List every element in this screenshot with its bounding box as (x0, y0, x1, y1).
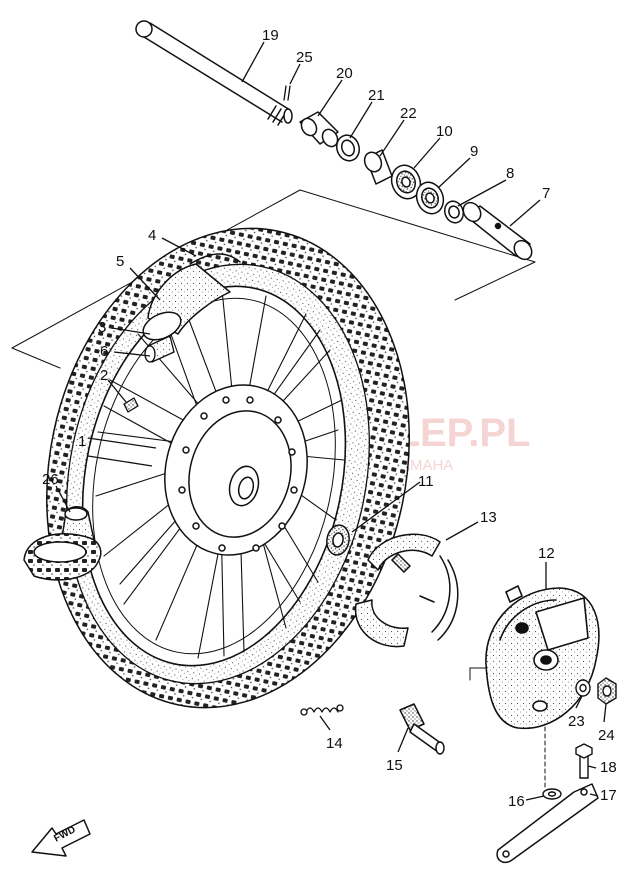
cotter-pin (283, 85, 291, 101)
axle-nut (597, 677, 617, 705)
hub-bearing (326, 524, 350, 556)
callout-18: 18 (600, 759, 617, 776)
callout-23: 23 (568, 713, 585, 730)
callout-21: 21 (368, 87, 385, 104)
callout-11: 11 (418, 473, 434, 490)
front-axle (135, 20, 293, 126)
callout-9: 9 (470, 143, 478, 160)
tire-section-cutaway (23, 506, 102, 581)
callout-7: 7 (542, 185, 550, 202)
bearing-left (415, 181, 445, 215)
oil-seal (335, 134, 361, 162)
callout-6: 6 (100, 343, 108, 360)
callout-2: 2 (100, 367, 108, 384)
callout-26: 26 (42, 471, 59, 488)
cam-washer (542, 788, 562, 800)
brake-spring (300, 704, 344, 716)
callout-labels: 19 25 20 21 22 10 9 8 7 4 5 3 6 2 1 26 1… (42, 27, 617, 810)
collar (363, 149, 393, 185)
callout-14: 14 (326, 735, 343, 752)
brake-camshaft (399, 703, 445, 755)
bolt (575, 743, 593, 779)
callout-19: 19 (262, 27, 279, 44)
callout-15: 15 (386, 757, 403, 774)
callout-4: 4 (148, 227, 156, 244)
leader-lines (55, 41, 607, 801)
brake-plate (485, 585, 600, 730)
oil-seal-left (443, 200, 465, 224)
callout-16: 16 (508, 793, 525, 810)
spoke-nipple (123, 397, 139, 413)
callout-10: 10 (436, 123, 453, 140)
hub (164, 384, 308, 556)
callout-17: 17 (600, 787, 617, 804)
callout-8: 8 (506, 165, 514, 182)
cam-lever (496, 783, 599, 864)
bearing-right (390, 164, 422, 200)
spacer-left (462, 201, 533, 261)
inner-tube (142, 253, 241, 341)
callout-20: 20 (336, 65, 353, 82)
callout-13: 13 (480, 509, 497, 526)
callout-22: 22 (400, 105, 417, 122)
callout-3: 3 (98, 319, 106, 336)
callout-5: 5 (116, 253, 124, 270)
brake-shoes (354, 533, 459, 648)
callout-25: 25 (296, 49, 313, 66)
callout-1: 1 (78, 433, 86, 450)
valve (144, 335, 175, 363)
callout-12: 12 (538, 545, 555, 562)
fwd-arrow-icon: FWD (31, 819, 91, 857)
callout-24: 24 (598, 727, 615, 744)
spacer-right (299, 111, 339, 148)
front-wheel-assembly (46, 227, 410, 709)
washer (575, 679, 591, 697)
